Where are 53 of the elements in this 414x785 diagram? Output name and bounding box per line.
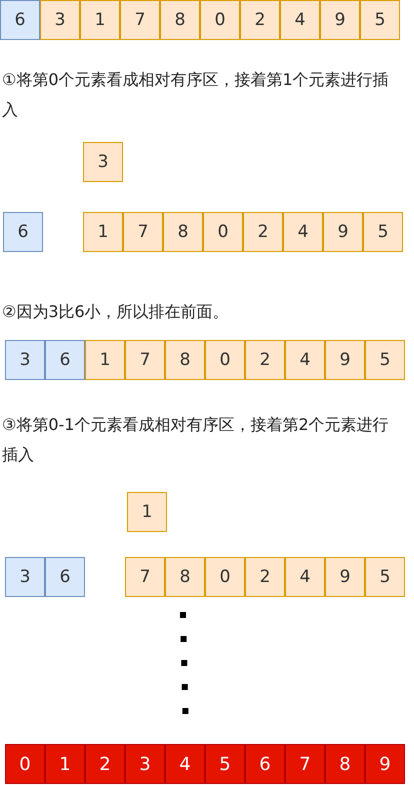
array-cell: 7 <box>125 340 165 380</box>
array-cell: 7 <box>120 0 160 40</box>
array-cell: 4 <box>280 0 320 40</box>
array-cell: 6 <box>3 212 43 252</box>
array-cell: 4 <box>165 744 205 784</box>
array-cell: 8 <box>165 557 205 597</box>
array-cell: 1 <box>45 744 85 784</box>
array-cell: 9 <box>320 0 360 40</box>
array-cell: 9 <box>323 212 363 252</box>
array-cell: 2 <box>245 557 285 597</box>
array-cell: 0 <box>5 744 45 784</box>
array-cell: 8 <box>160 0 200 40</box>
array-cell: 0 <box>200 0 240 40</box>
array-cell: 2 <box>240 0 280 40</box>
array-cell: 1 <box>127 492 167 532</box>
array-cell: 5 <box>363 212 403 252</box>
array-cell: 4 <box>285 340 325 380</box>
array-cell: 5 <box>365 557 405 597</box>
array-cell: 0 <box>203 212 243 252</box>
array-cell: 5 <box>365 340 405 380</box>
array-cell: 3 <box>5 340 45 380</box>
array-cell: 1 <box>80 0 120 40</box>
array-cell: 4 <box>283 212 323 252</box>
array-cell: 0 <box>205 557 245 597</box>
array-cell: 9 <box>325 340 365 380</box>
array-cell: 0 <box>205 340 245 380</box>
array-cell: 6 <box>245 744 285 784</box>
array-cell: 4 <box>285 557 325 597</box>
array-cell: 8 <box>165 340 205 380</box>
array-cell: 3 <box>5 557 45 597</box>
array-cell: 2 <box>85 744 125 784</box>
array-cell: 3 <box>83 142 123 182</box>
array-cell: 6 <box>0 0 40 40</box>
array-cell: 8 <box>325 744 365 784</box>
array-cell: 7 <box>123 212 163 252</box>
array-cell: 3 <box>40 0 80 40</box>
array-cell: 8 <box>163 212 203 252</box>
array-cell: 1 <box>85 340 125 380</box>
array-cell: 7 <box>285 744 325 784</box>
array-cell: 2 <box>243 212 283 252</box>
array-cell: 6 <box>45 557 85 597</box>
array-cell: 1 <box>83 212 123 252</box>
array-cell: 9 <box>325 557 365 597</box>
step-note: ①将第0个元素看成相对有序区，接着第1个元素进行插入 <box>2 69 390 121</box>
step-note: ②因为3比6小，所以排在前面。 <box>2 301 230 323</box>
step-note: ③将第0-1个元素看成相对有序区，接着第2个元素进行插入 <box>2 414 390 466</box>
array-cell: 5 <box>205 744 245 784</box>
array-cell: 5 <box>360 0 400 40</box>
array-cell: 2 <box>245 340 285 380</box>
array-cell: 6 <box>45 340 85 380</box>
array-cell: 9 <box>365 744 405 784</box>
array-cell: 3 <box>125 744 165 784</box>
array-cell: 7 <box>125 557 165 597</box>
